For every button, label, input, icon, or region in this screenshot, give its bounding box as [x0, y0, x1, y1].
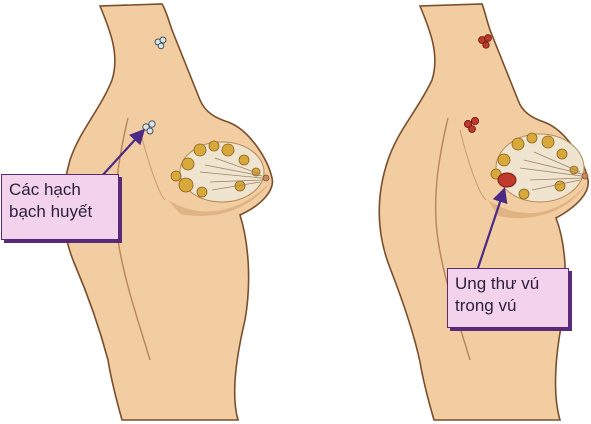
right-torso-figure [379, 4, 588, 420]
lymph-nodes-label-line-2: bạch huyết [9, 201, 112, 223]
breast-cancer-callout: Ung thư vú trong vú [447, 268, 569, 328]
right-torso-body [379, 4, 588, 420]
lymph-nodes-label-line-1: Các hạch [9, 179, 112, 201]
lymph-nodes-callout: Các hạch bạch huyết [1, 174, 119, 240]
breast-cancer-label-line-2: trong vú [455, 295, 562, 317]
breast-tumor [498, 173, 516, 187]
breast-cancer-label-line-1: Ung thư vú [455, 273, 562, 295]
